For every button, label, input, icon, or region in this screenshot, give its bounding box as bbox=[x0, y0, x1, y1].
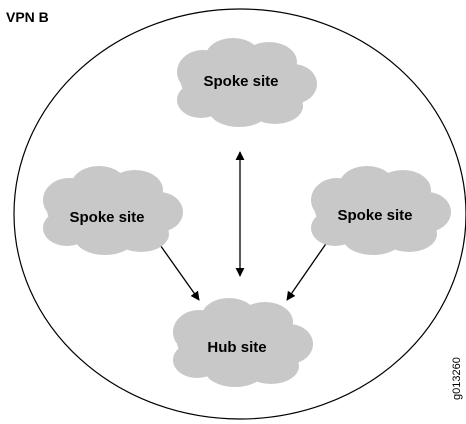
spoke-site-right: Spoke site bbox=[311, 166, 451, 255]
hub-site: Hub site bbox=[173, 298, 313, 387]
spoke-site-left: Spoke site bbox=[43, 166, 183, 255]
hub-site-label: Hub site bbox=[207, 339, 266, 356]
arrow-right-hub bbox=[286, 234, 333, 301]
spoke-site-top-label: Spoke site bbox=[203, 73, 278, 90]
spoke-site-top: Spoke site bbox=[177, 38, 317, 127]
vpn-label: VPN B bbox=[6, 9, 49, 25]
vpn-boundary-circle bbox=[13, 8, 466, 420]
figure-id: g013260 bbox=[451, 357, 463, 400]
spoke-site-right-label: Spoke site bbox=[337, 207, 412, 224]
spoke-site-left-label: Spoke site bbox=[69, 209, 144, 226]
